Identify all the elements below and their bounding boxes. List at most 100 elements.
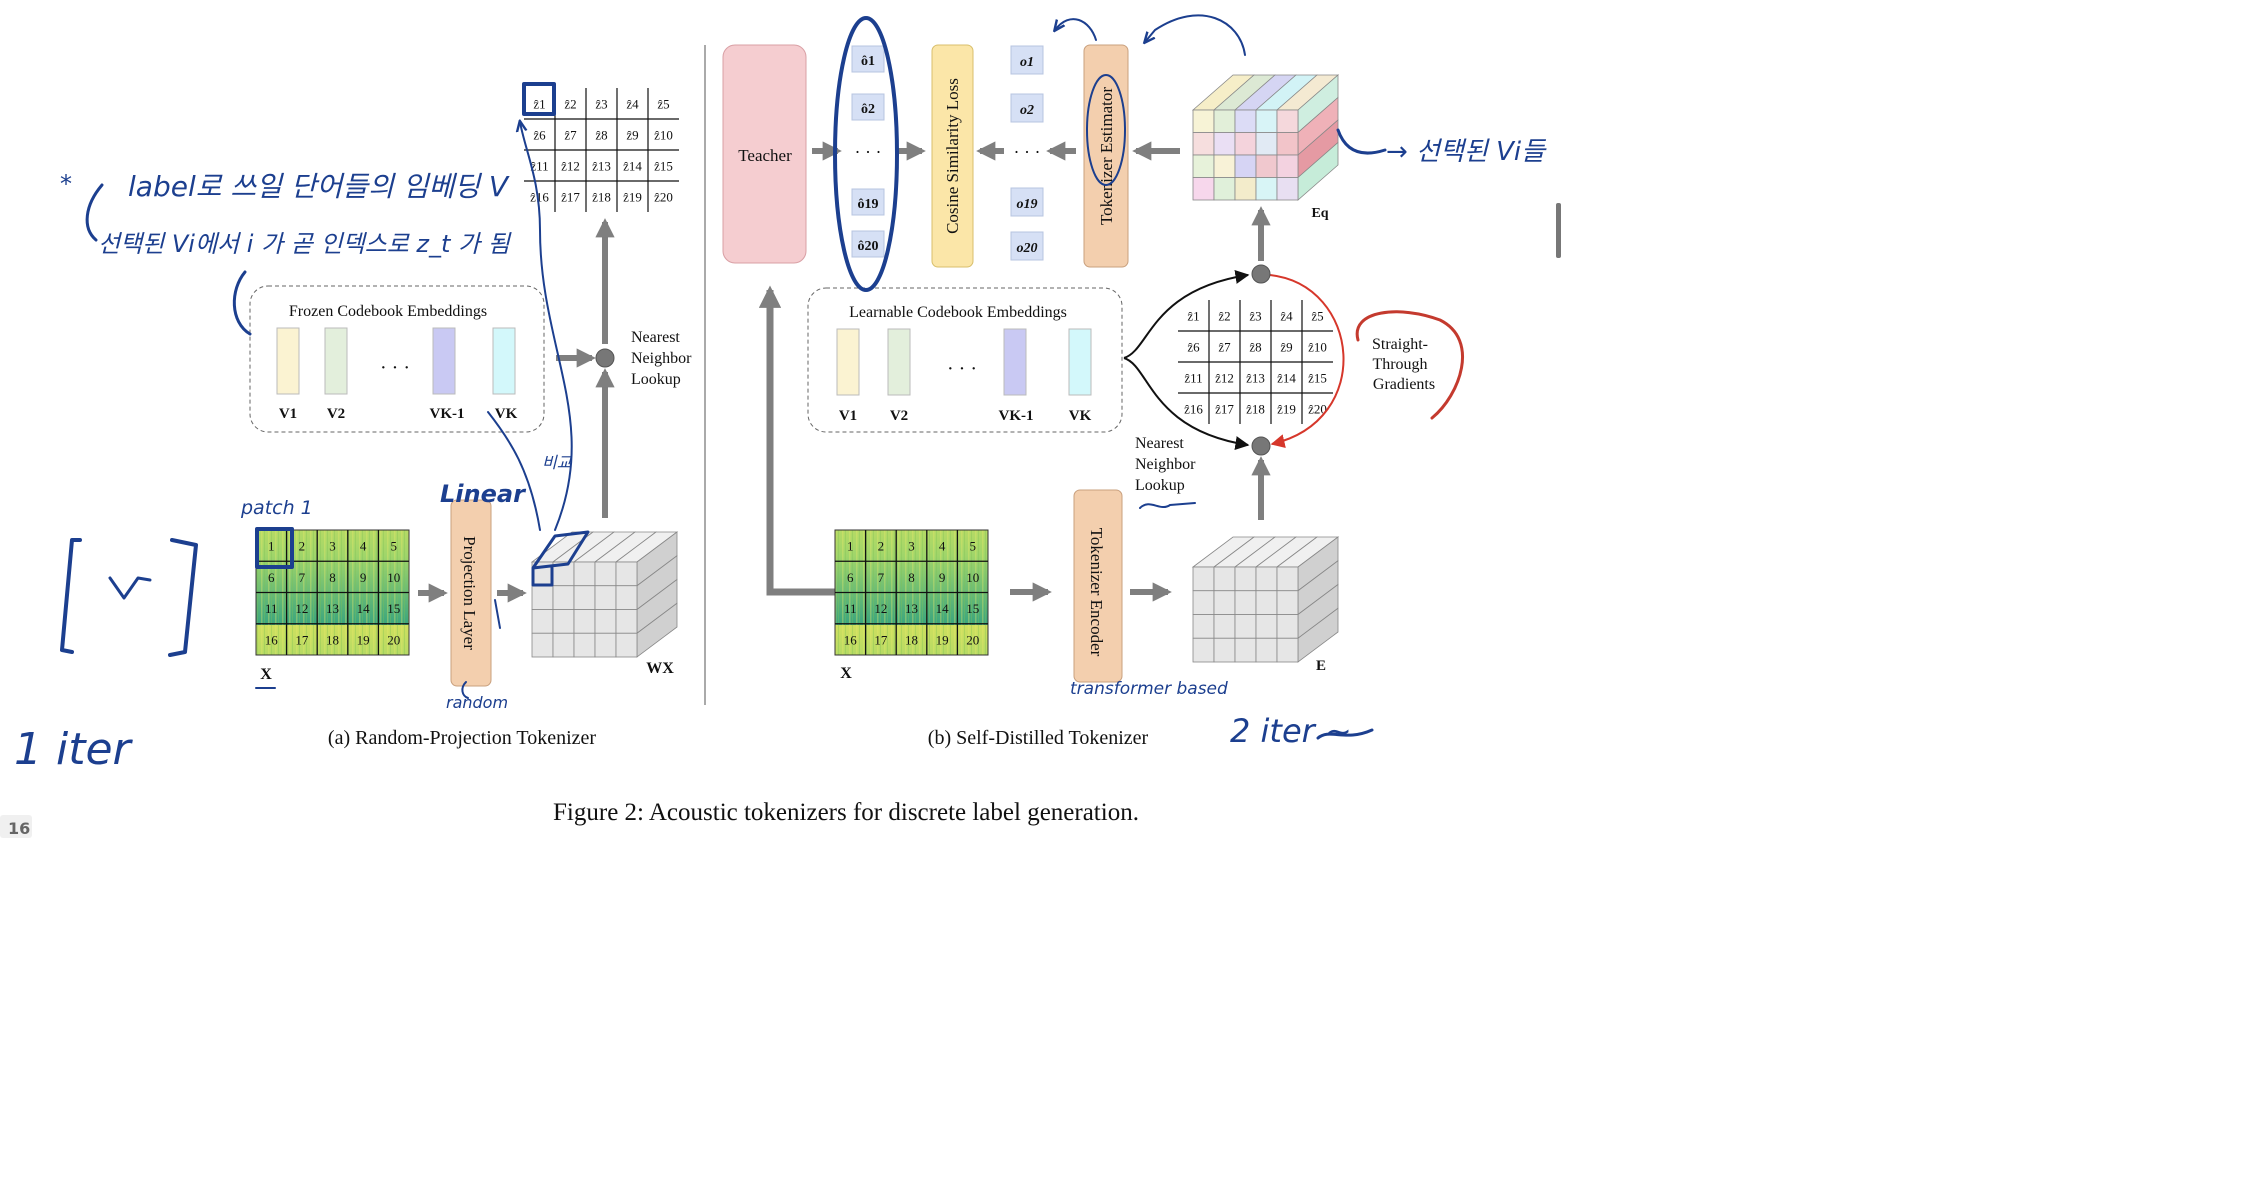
- estimator-output-o19-label: o19: [1017, 197, 1038, 212]
- e-front-cell: [1234, 614, 1257, 639]
- left-spec-patch-number: 12: [295, 601, 308, 616]
- right-z-cell: ẑ10: [1308, 340, 1327, 355]
- e-front-cell: [1192, 637, 1215, 663]
- eq-cube: [1191, 74, 1340, 201]
- left-spec-patch-number: 6: [268, 570, 275, 585]
- eq-front-cell: [1234, 154, 1257, 178]
- eq-front-cell: [1255, 177, 1278, 201]
- eq-front-cell: [1276, 154, 1299, 178]
- right-z-cell: ẑ9: [1280, 340, 1292, 355]
- codebook-label-vk: VK: [495, 406, 518, 422]
- learnable-vk-bar: [1068, 328, 1092, 396]
- e-front-cell: [1276, 566, 1299, 592]
- eq-front-cell: [1276, 109, 1299, 133]
- left-z-cell: ẑ10: [654, 128, 673, 143]
- codebook-v1-bar: [276, 327, 300, 395]
- right-z-cell: ẑ5: [1311, 309, 1323, 324]
- hand-right-bracket-box: [168, 538, 198, 657]
- right-nn-line2: Neighbor: [1135, 456, 1196, 473]
- left-spec-patch-number: 3: [329, 539, 336, 554]
- page-number-tab: [0, 815, 32, 838]
- estimator-output-o1-label: o1: [1020, 55, 1034, 70]
- teacher-output-ellipsis: · · ·: [855, 142, 882, 162]
- learnable-v2-bar: [887, 328, 911, 396]
- left-z-cell: ẑ15: [654, 159, 673, 174]
- teacher-output-o1: [851, 45, 885, 73]
- wx-front-cell: [573, 632, 596, 658]
- hand-selected-vi: → 선택된 Vi들: [1386, 137, 1547, 167]
- e-front-cell: [1276, 614, 1299, 639]
- left-spec-patch-number: 4: [360, 539, 367, 554]
- right-spec-patch-number: 12: [874, 601, 887, 616]
- top-lookup-node: [1251, 264, 1271, 284]
- left-z-cell: ẑ9: [626, 128, 638, 143]
- learnable-codebook-title: Learnable Codebook Embeddings: [849, 304, 1067, 321]
- scrollbar-thumb[interactable]: [1556, 203, 1561, 258]
- hand-note-line2: 선택된 Vi에서 i 가 곧 인덱스로 z_t 가 됨: [98, 230, 512, 258]
- wx-front-cell: [531, 609, 554, 634]
- wx-front-cell: [594, 609, 617, 634]
- wx-front-cell: [594, 632, 617, 658]
- tokenizer-encoder-label: Tokenizer Encoder: [1087, 528, 1106, 657]
- right-spec-patch-number: 18: [905, 632, 918, 647]
- eq-front-cell: [1192, 109, 1215, 133]
- wx-front-cell: [594, 561, 617, 587]
- codebook-vk-bar: [492, 327, 516, 395]
- estimator-output-o2-label: o2: [1020, 103, 1034, 118]
- left-spec-patch-number: 14: [357, 601, 371, 616]
- right-z-cell: ẑ2: [1218, 309, 1230, 324]
- wx-front-cell: [615, 585, 638, 610]
- teacher-output-o19: [851, 188, 885, 216]
- eq-front-cell: [1276, 177, 1299, 201]
- learnable-ellipsis: · · ·: [947, 358, 977, 380]
- left-z-cell: ẑ18: [592, 190, 611, 205]
- right-z-cell: ẑ19: [1277, 402, 1296, 417]
- left-panel-title: (a) Random-Projection Tokenizer: [328, 727, 596, 749]
- projection-layer-label: Projection Layer: [460, 536, 479, 650]
- left-spec-patch-number: 10: [387, 570, 400, 585]
- eq-label: Eq: [1311, 206, 1328, 221]
- projection-layer: [450, 499, 492, 687]
- left-z-cell: ẑ3: [595, 97, 607, 112]
- codebook-v2-bar: [324, 327, 348, 395]
- right-spec-patch-number: 8: [908, 570, 915, 585]
- eq-front-cell: [1213, 109, 1236, 133]
- codebook-ellipsis: · · ·: [380, 357, 410, 379]
- hand-star: *: [60, 170, 72, 198]
- right-z-cell: ẑ1: [1187, 309, 1199, 324]
- hand-patch1-highlight: [255, 527, 294, 569]
- right-nn-line1: Nearest: [1135, 435, 1184, 452]
- right-z-cell: ẑ20: [1308, 402, 1327, 417]
- hand-nn-underline: [1139, 502, 1196, 509]
- right-spec-patch-number: 11: [844, 601, 857, 616]
- right-spec-patch-number: 6: [847, 570, 854, 585]
- right-output-label: E: [1316, 658, 1326, 674]
- wx-front-cell: [573, 585, 596, 610]
- left-input-label: X: [260, 666, 272, 683]
- hand-random-hook: [461, 681, 469, 699]
- eq-front-cell: [1213, 177, 1236, 201]
- right-panel: Teacher ô1 ô2 · · · ô19 ô20 Cosine Simil…: [722, 44, 1435, 749]
- left-spec-patch-number: 2: [299, 539, 306, 554]
- codebook-label-v1: V1: [279, 406, 297, 422]
- bottom-lookup-node: [1251, 436, 1271, 456]
- right-z-cell: ẑ12: [1215, 371, 1234, 386]
- left-z-cell: ẑ13: [592, 159, 611, 174]
- right-spec-patch-number: 5: [969, 539, 976, 554]
- right-spec-patch-number: 4: [939, 539, 946, 554]
- left-spec-patch-number: 18: [326, 632, 339, 647]
- e-front-cell: [1213, 614, 1236, 639]
- teacher-block: [722, 44, 807, 264]
- e-front-cell: [1234, 590, 1257, 615]
- estimator-output-o20-label: o20: [1017, 241, 1038, 256]
- left-spec-patch-number: 19: [357, 632, 370, 647]
- estimator-output-o1: [1010, 45, 1044, 75]
- cosine-loss-label: Cosine Similarity Loss: [943, 78, 962, 234]
- estimator-output-ellipsis: · · ·: [1014, 142, 1041, 162]
- left-spec-patch-number: 8: [329, 570, 336, 585]
- hand-z1-highlight: [522, 82, 556, 116]
- tokenizer-estimator-block: [1083, 44, 1129, 268]
- left-z-cell: ẑ11: [530, 159, 548, 174]
